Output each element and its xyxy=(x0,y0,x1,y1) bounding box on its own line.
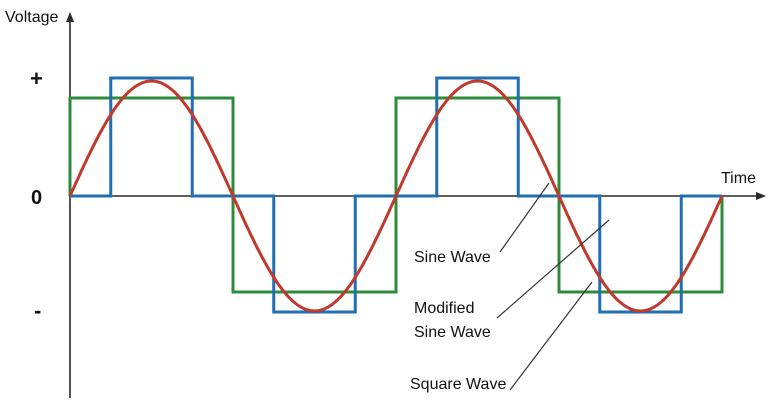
negative-voltage-label: - xyxy=(34,298,41,323)
square-wave-callout-line xyxy=(509,281,593,391)
x-axis-arrow xyxy=(756,192,766,200)
x-axis-label: Time xyxy=(721,170,756,187)
modified-sine-wave-label-line1: Modified xyxy=(414,300,474,317)
modified-sine-wave-label-line2: Sine Wave xyxy=(414,324,491,341)
sine-wave-label: Sine Wave xyxy=(414,249,491,266)
y-axis-arrow xyxy=(66,12,74,22)
square-wave-label: Square Wave xyxy=(410,376,506,393)
positive-voltage-label: + xyxy=(30,66,43,91)
y-axis-label: Voltage xyxy=(5,9,58,26)
sine-wave-line xyxy=(68,79,724,313)
sine-wave-callout-line xyxy=(499,182,550,253)
modified-sine-wave-callout-line xyxy=(496,219,610,319)
zero-voltage-label: 0 xyxy=(31,187,42,209)
